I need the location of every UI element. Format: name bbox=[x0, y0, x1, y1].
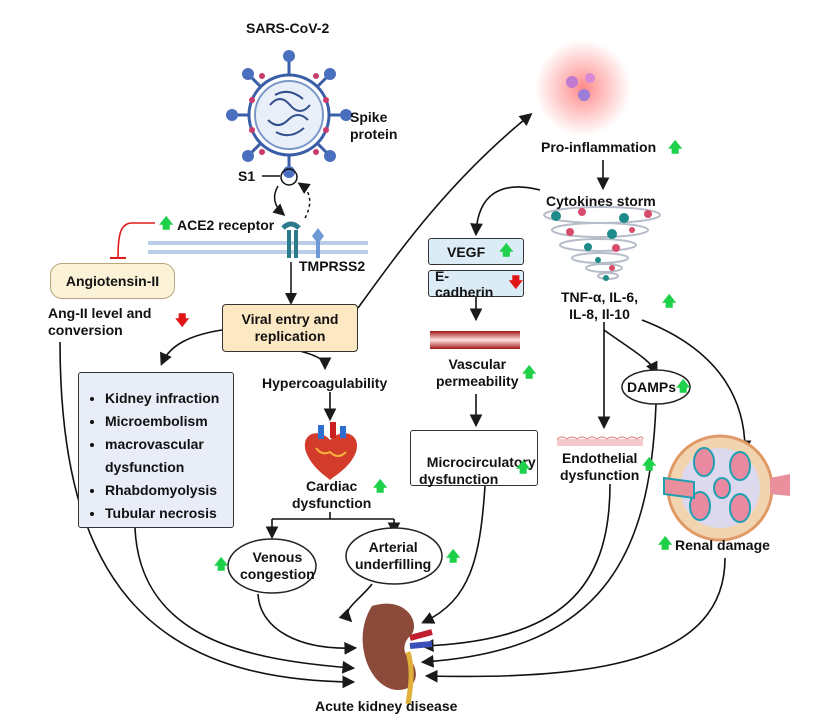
venous-up-arrow: 🡅 bbox=[214, 556, 229, 572]
microcirculatory-up-arrow: 🡅 bbox=[516, 459, 531, 475]
acute-kidney-disease-label: Acute kidney disease bbox=[315, 698, 458, 714]
ang-level-label: Ang-II level and conversion bbox=[48, 305, 152, 338]
kidney-list: Kidney infraction Microembolism macrovas… bbox=[79, 373, 233, 525]
cardiac-up-arrow: 🡅 bbox=[373, 478, 388, 494]
cytokine-dots bbox=[551, 208, 652, 281]
ecadherin-box: E-cadherin 🡇 bbox=[428, 267, 524, 300]
damps-label: DAMPs bbox=[627, 379, 677, 395]
ecadherin-label: E-cadherin bbox=[435, 267, 494, 300]
virus-illustration bbox=[226, 50, 352, 186]
ecadherin-down-arrow: 🡇 bbox=[508, 273, 523, 290]
arterial-up-arrow: 🡅 bbox=[446, 548, 461, 564]
cytokine-storm-illustration bbox=[543, 206, 661, 280]
cytokines-storm-label: Cytokines storm bbox=[546, 193, 656, 209]
arterial-label: Arterial underfilling bbox=[355, 539, 432, 572]
renal-damage-label: Renal damage bbox=[675, 537, 770, 553]
tnf-label: TNF-α, IL-6, IL-8, Il-10 bbox=[561, 289, 639, 322]
vascular-permeability-label: Vascular permeability bbox=[436, 356, 519, 389]
s1-label: S1 bbox=[238, 168, 256, 184]
angiotensin-box: Angiotensin-II bbox=[50, 263, 175, 299]
list-item: Kidney infraction bbox=[105, 387, 225, 410]
proinflammation-label: Pro-inflammation bbox=[541, 139, 657, 155]
list-item: Microembolism bbox=[105, 410, 225, 433]
vascular-up-arrow: 🡅 bbox=[522, 364, 537, 380]
viral-entry-label: Viral entry and replication bbox=[241, 311, 339, 344]
kidney-list-box: Kidney infraction Microembolism macrovas… bbox=[78, 372, 234, 528]
cardiac-label: Cardiac dysfunction bbox=[292, 478, 372, 511]
arterial-ellipse bbox=[345, 527, 443, 585]
list-item: macrovascular dysfunction bbox=[105, 433, 225, 479]
venous-ellipse bbox=[227, 538, 317, 594]
cell-membrane bbox=[148, 241, 368, 254]
list-item: Rhabdomyolysis bbox=[105, 479, 225, 502]
damps-up-arrow: 🡅 bbox=[676, 378, 691, 394]
ang-down-arrow: 🡇 bbox=[175, 312, 190, 328]
viral-entry-box: Viral entry and replication bbox=[222, 304, 358, 352]
vegf-box: VEGF 🡅 bbox=[428, 238, 524, 265]
tmprss2-label: TMPRSS2 bbox=[299, 258, 366, 274]
venous-label: Venous congestion bbox=[240, 549, 315, 582]
proinflammation-up-arrow: 🡅 bbox=[668, 139, 683, 155]
endothelial-up-arrow: 🡅 bbox=[642, 456, 657, 472]
heart-illustration bbox=[304, 422, 358, 480]
renal-up-arrow: 🡅 bbox=[658, 535, 673, 551]
endothelium-illustration bbox=[556, 436, 644, 446]
inflammation-cell-illustration bbox=[535, 40, 631, 136]
ace2-up-arrow: 🡅 bbox=[159, 215, 174, 231]
virus-title: SARS-CoV-2 bbox=[246, 20, 330, 36]
ace2-label: ACE2 receptor bbox=[177, 217, 275, 233]
spike-protein-label: Spike protein bbox=[350, 109, 398, 142]
dashed-binding-arrow bbox=[297, 182, 311, 219]
list-item: Tubular necrosis bbox=[105, 502, 225, 525]
ace2-receptor-shape bbox=[281, 221, 324, 258]
virus-to-receptor-arrow bbox=[272, 185, 286, 216]
blood-vessel-illustration bbox=[430, 331, 520, 349]
microcirculatory-box: Microcirculatory dysfunction bbox=[410, 430, 538, 487]
vegf-up-arrow: 🡅 bbox=[499, 241, 514, 258]
kidney-illustration bbox=[362, 603, 433, 705]
hypercoagulability-label: Hypercoagulability bbox=[262, 375, 388, 391]
inhibition-line bbox=[117, 222, 155, 259]
vegf-label: VEGF bbox=[447, 243, 486, 260]
tnf-up-arrow: 🡅 bbox=[662, 293, 677, 309]
angiotensin-label: Angiotensin-II bbox=[65, 273, 160, 289]
microcirculatory-label: Microcirculatory dysfunction bbox=[419, 454, 536, 487]
endothelial-label: Endothelial dysfunction bbox=[560, 450, 640, 483]
renal-damage-illustration bbox=[663, 434, 790, 542]
